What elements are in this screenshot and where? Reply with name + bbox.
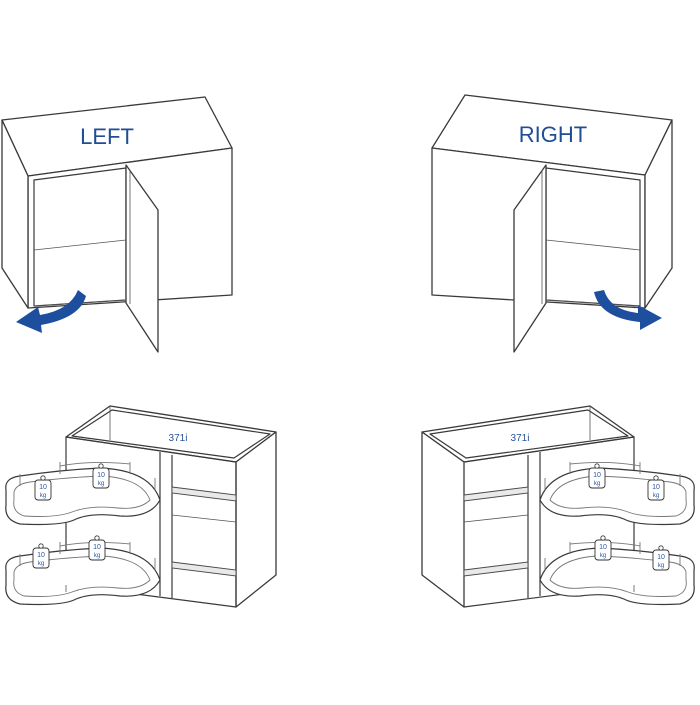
weight-tag-icon [652,545,670,571]
right-rotation-arrow [594,290,662,330]
left-model-number: 371i [169,433,188,444]
left-cabinet-with-trays [5,405,277,608]
right-model-number: 371i [511,433,530,444]
left-cabinet-door-open [1,96,233,353]
right-cabinet-door-open [431,94,673,353]
left-rotation-arrow [16,290,86,333]
weight-tag-icon [594,535,612,561]
weight-tag-icon [92,463,110,489]
right-cabinet-with-trays [421,405,695,608]
weight-tag-icon [588,463,606,489]
weight-tag-icon [88,535,106,561]
right-label: RIGHT [519,122,587,147]
left-label: LEFT [80,124,134,149]
weight-tag-icon [32,543,50,569]
